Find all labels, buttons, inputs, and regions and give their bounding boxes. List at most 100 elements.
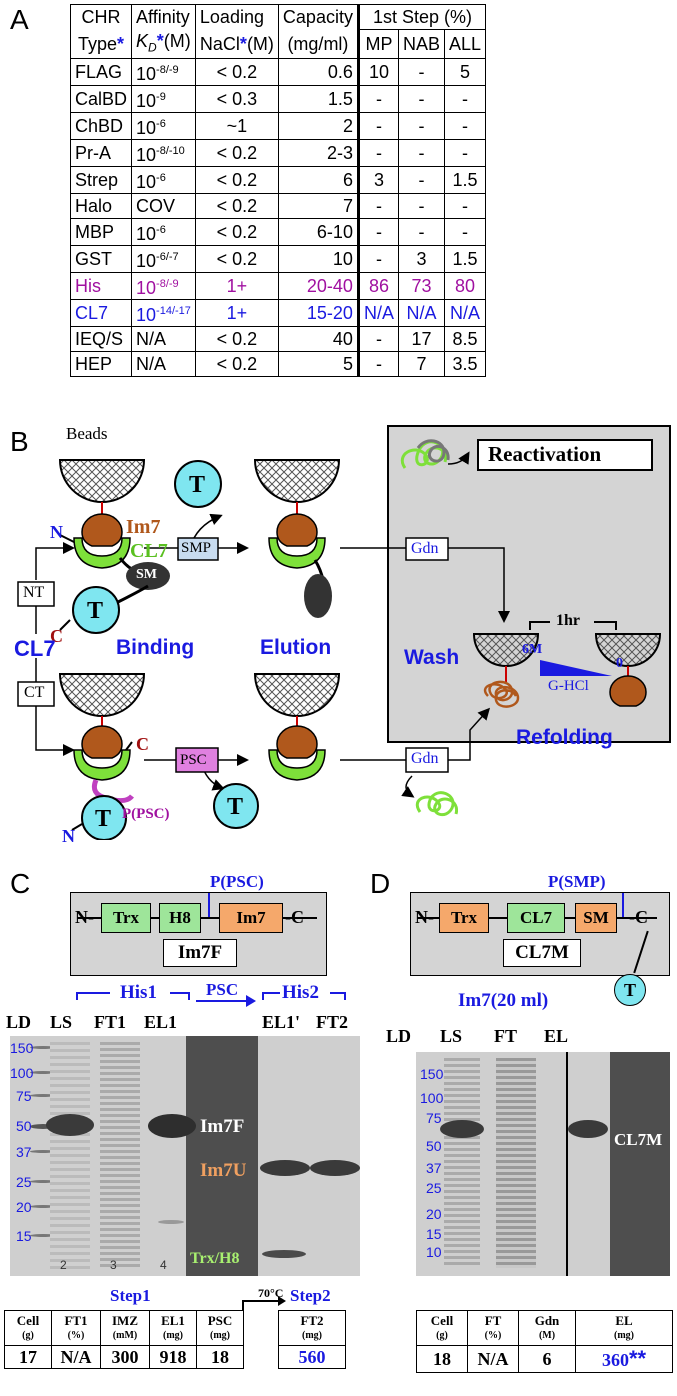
- psc-box: [175, 747, 219, 773]
- capacity-value: 1.5: [327, 89, 353, 110]
- cell-affinity: 10-6: [131, 218, 196, 247]
- construct-name-im7f: Im7F: [163, 939, 237, 967]
- header-kd: KD*(M): [131, 29, 196, 60]
- col-psc: PSC(mg): [196, 1310, 244, 1346]
- sm-label: SM: [136, 567, 157, 582]
- all-value: 3.5: [452, 354, 478, 375]
- cell-capacity: 7: [277, 193, 359, 220]
- nab-text: NAB: [402, 34, 440, 55]
- cell-nab: -: [397, 112, 445, 141]
- mw-25: 25: [16, 1174, 32, 1190]
- n-terminus-label-top: N: [50, 522, 63, 542]
- his2-label: His2: [282, 982, 319, 1003]
- affinity-exponent: -8/-9: [156, 278, 179, 291]
- mp-value: -: [375, 196, 382, 217]
- lane-label-ls: LS: [50, 1012, 73, 1032]
- loading-value: < 0.2: [216, 196, 258, 217]
- cell-capacity: 20-40: [277, 272, 359, 301]
- capacity-value: 40: [332, 329, 353, 350]
- band-label-im7u: Im7U: [200, 1160, 247, 1181]
- kd-d: D: [148, 40, 157, 55]
- dark-gap-c: [186, 1036, 258, 1276]
- affinity-base: COV: [136, 196, 176, 217]
- loading-value: < 0.2: [216, 143, 258, 164]
- cell-capacity: 15-20: [277, 299, 359, 328]
- header-all: ALL: [443, 28, 487, 60]
- beads-label: Beads: [66, 424, 108, 443]
- capacity-value: 6-10: [316, 222, 353, 243]
- cell-mp: -: [356, 245, 399, 274]
- mp-value: -: [375, 329, 382, 350]
- his1-label: His1: [120, 982, 157, 1003]
- cell-capacity: 2-3: [277, 139, 359, 168]
- cell-type: His: [69, 272, 133, 301]
- cell-loading: ~1: [194, 112, 279, 141]
- im7f-construct-box: N- Trx H8 Im7 -C Im7F: [70, 892, 327, 976]
- affinity-exponent: -8/-9: [156, 64, 179, 77]
- mp-value: -: [375, 249, 382, 270]
- released-target-icon: [174, 460, 222, 508]
- cell-affinity: N/A: [131, 351, 196, 378]
- cell-nab: N/A: [397, 299, 445, 328]
- col-imz: IMZ(mM): [100, 1310, 150, 1346]
- all-value: -: [462, 222, 468, 243]
- header-mgml: (mg/ml): [277, 29, 359, 60]
- capacity-value: 6: [342, 170, 353, 191]
- cell-loading: < 0.3: [194, 85, 279, 114]
- cell-capacity: 1.5: [277, 85, 359, 114]
- cell-type: Strep: [69, 166, 133, 195]
- cell-nab: 73: [397, 272, 445, 301]
- nab-value: 7: [416, 354, 427, 375]
- im7-label: Im7: [126, 516, 161, 538]
- all-value: -: [462, 116, 468, 137]
- cell-loading: < 0.2: [194, 139, 279, 168]
- ct-label: CT: [24, 684, 45, 701]
- lane-number-2: 2: [60, 1258, 67, 1272]
- n-terminus: N-: [75, 907, 94, 927]
- bottom-bead-complex: [58, 673, 146, 840]
- capacity-value: 0.6: [327, 62, 353, 83]
- value-ft2: 560: [278, 1345, 346, 1369]
- type-value: ChBD: [75, 116, 124, 137]
- cl7-domain: CL7: [507, 903, 565, 933]
- cell-all: 1.5: [443, 166, 487, 195]
- cell-all: -: [443, 139, 487, 168]
- type-value: FLAG: [75, 62, 123, 83]
- g-hcl-gradient-icon: [540, 660, 612, 676]
- all-value: 8.5: [452, 329, 478, 350]
- mp-value: -: [375, 222, 382, 243]
- col-cell: Cell(g): [4, 1310, 52, 1346]
- wash-bead: [472, 633, 540, 708]
- gel-c: [10, 1036, 360, 1276]
- loading-value: < 0.2: [216, 170, 258, 191]
- mw-100-d: 100: [420, 1090, 444, 1106]
- affinity-base: 10: [136, 91, 157, 112]
- bottom-bead-after-cleavage: [253, 673, 341, 781]
- lane-label-ft2: FT2: [316, 1012, 349, 1032]
- mw-50: 50: [16, 1118, 32, 1134]
- one-hour-label: 1hr: [556, 612, 580, 629]
- mgml-text: (mg/ml): [287, 33, 349, 54]
- reactivation-label-box: [477, 439, 653, 471]
- p-psc-site-label: P(PSC): [210, 872, 264, 891]
- cell-loading: < 0.2: [194, 218, 279, 247]
- significance-stars: **: [628, 1346, 647, 1371]
- mp-text: MP: [365, 34, 393, 55]
- cell-mp: 10: [356, 58, 399, 87]
- header-loading-text: Loading: [199, 7, 264, 28]
- cell-all: 8.5: [443, 326, 487, 353]
- type-value: MBP: [75, 222, 115, 243]
- cell-type: Halo: [69, 193, 133, 220]
- nab-value: 73: [411, 276, 432, 297]
- gdn-label-bottom: Gdn: [411, 750, 439, 767]
- band-label-trx-h8: Trx/H8: [190, 1250, 240, 1267]
- cell-capacity: 40: [277, 326, 359, 353]
- mp-value: 10: [368, 62, 389, 83]
- refolding-label: Refolding: [516, 726, 613, 749]
- value-imz: 300: [100, 1345, 150, 1369]
- lane-label-ft1: FT1: [94, 1012, 127, 1032]
- affinity-base: N/A: [136, 354, 167, 375]
